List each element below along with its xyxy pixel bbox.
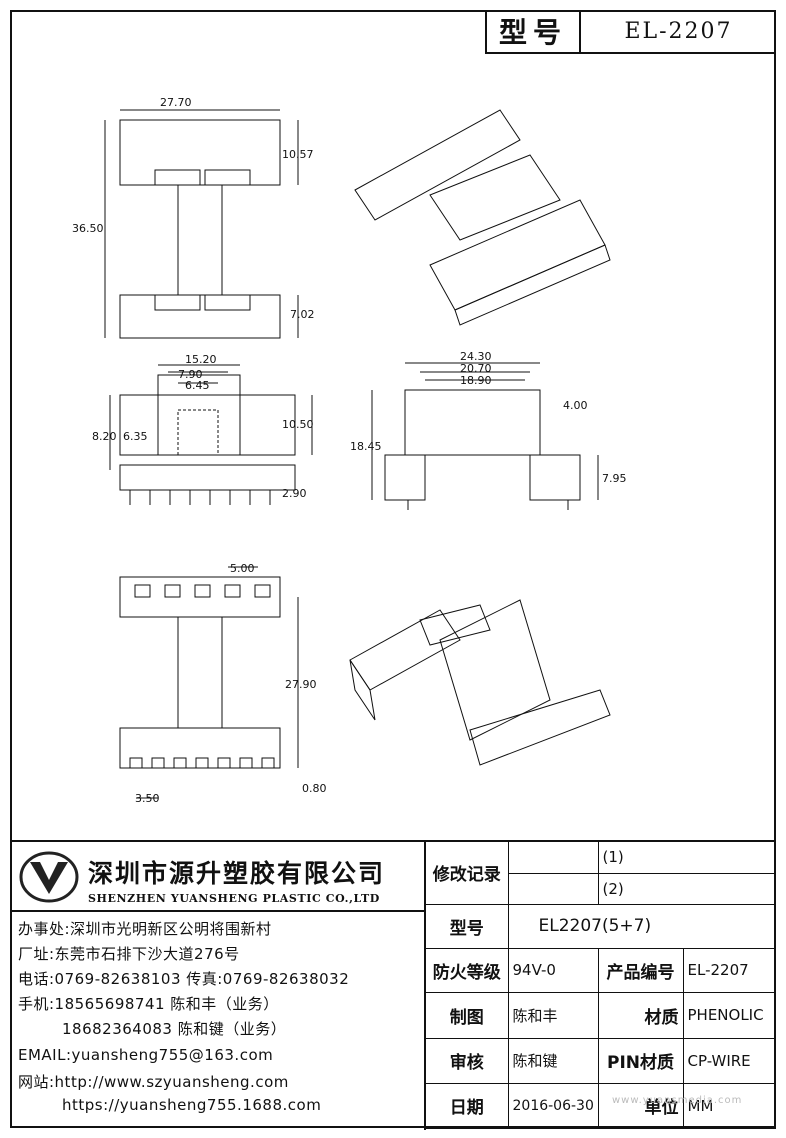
model-label: 型号 [426,903,509,949]
dim-7-90: 7.90 [178,368,203,381]
revision-1: (1) [597,842,776,874]
title-block-bottom: 深圳市源升塑胶有限公司 SHENZHEN YUANSHENG PLASTIC C… [10,840,776,1130]
drafter-label: 制图 [426,991,509,1039]
dim-4-00: 4.00 [563,399,588,412]
product-code-label: 产品编号 [597,947,684,993]
title-value: EL-2207 [624,18,733,44]
dim-36-50: 36.50 [72,222,104,235]
date-value: 2016-06-30 [507,1082,599,1129]
spec-table: 修改记录 (1) (2) 型号 EL2207(5+7) 防火等级 94V-0 产… [426,842,776,1129]
dim-7-02: 7.02 [290,308,315,321]
revision-2: (2) [597,872,776,905]
dim-27-90: 27.90 [285,678,317,691]
dim-6-35: 6.35 [123,430,148,443]
isometric-view-top [354,109,611,326]
email: EMAIL:yuansheng755@163.com [18,1046,274,1064]
fire-rating-value: 94V-0 [507,947,599,993]
dim-8-20: 8.20 [92,430,117,443]
dim-20-70: 20.70 [460,362,492,375]
dim-7-95: 7.95 [602,472,627,485]
dim-15-20: 15.20 [185,353,217,366]
material-label: 材质 [597,991,684,1039]
company-logo [19,851,79,903]
mobile-2: 18682364083 陈和键（业务） [62,1020,287,1038]
dim-10-50: 10.50 [282,418,314,431]
reviewer-label: 审核 [426,1037,509,1084]
dim-18-45: 18.45 [350,440,382,453]
date-label: 日期 [426,1082,509,1129]
phone-fax: 电话:0769-82638103 传真:0769-82638032 [18,970,350,988]
dim-2-90: 2.90 [282,487,307,500]
isometric-view-bottom [349,599,611,766]
company-name-cn: 深圳市源升塑胶有限公司 [88,859,386,888]
website-1: 网站:http://www.szyuansheng.com [18,1073,289,1091]
pin-material-label: PIN材质 [597,1037,684,1084]
office-address: 办事处:深圳市光明新区公明将围新村 [18,920,272,938]
dim-3-50: 3.50 [135,792,160,805]
model-value: EL2207(5+7) [507,903,776,949]
title-label: 型号 [487,10,581,52]
title-block: 型号 EL-2207 [485,10,776,54]
mobile-1: 手机:18565698741 陈和丰（业务） [18,995,279,1013]
unit-value: MM [682,1082,776,1129]
divider [10,910,424,912]
technical-drawing: 27.70 10.57 36.50 7.02 15.20 7.90 6.45 8… [72,96,627,805]
revision-label: 修改记录 [426,842,509,905]
drafter-value: 陈和丰 [507,991,599,1039]
dim-27-70: 27.70 [160,96,192,109]
dim-6-45: 6.45 [185,379,210,392]
dim-0-80: 0.80 [302,782,327,795]
top-view [104,109,299,339]
bottom-view [119,566,299,799]
reviewer-value: 陈和键 [507,1037,599,1084]
side-view [371,362,599,510]
watermark: www.yuansmedia.com [612,1095,743,1106]
fire-rating-label: 防火等级 [426,947,509,993]
front-view [109,364,313,505]
drawing-frame [10,10,776,1128]
dim-18-90: 18.90 [460,374,492,387]
dim-5-00: 5.00 [230,562,255,575]
company-name-en: SHENZHEN YUANSHENG PLASTIC CO.,LTD [88,892,380,905]
dim-10-57: 10.57 [282,148,314,161]
website-2: https://yuansheng755.1688.com [62,1096,322,1114]
factory-address: 厂址:东莞市石排下沙大道276号 [18,945,240,963]
unit-label: 单位 [597,1082,684,1129]
pin-material-value: CP-WIRE [682,1037,776,1084]
dim-24-30: 24.30 [460,350,492,363]
company-info: 深圳市源升塑胶有限公司 SHENZHEN YUANSHENG PLASTIC C… [10,842,426,1130]
material-value: PHENOLIC [682,991,776,1039]
product-code-value: EL-2207 [682,947,776,993]
